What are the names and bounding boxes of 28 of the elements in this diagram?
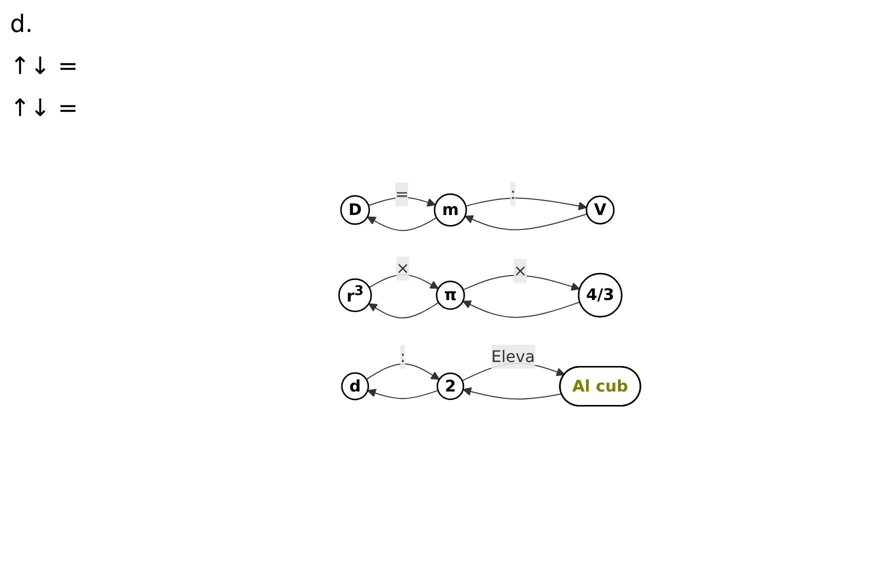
node-circle: 4/3	[578, 273, 623, 318]
arrow	[368, 302, 440, 318]
arrow	[368, 274, 440, 289]
note-text: d.	[10, 10, 34, 38]
edge-label: :	[510, 184, 516, 204]
edge-label: ×	[396, 258, 410, 278]
node-circle: d	[341, 372, 370, 400]
note-text: ↑↓ =	[10, 52, 79, 80]
arrow	[466, 198, 588, 211]
arrow	[462, 274, 580, 291]
node-circle: D	[340, 195, 370, 225]
node-circle: π	[436, 280, 466, 310]
arrow	[367, 216, 438, 232]
node-circle: m	[434, 194, 468, 227]
arrow	[368, 197, 436, 207]
edge-label: Eleva	[492, 346, 536, 366]
edge-label: :	[400, 346, 406, 366]
arrow	[366, 364, 440, 380]
note-text: ↑↓ =	[10, 94, 79, 122]
arrow	[462, 300, 581, 318]
edge-label: ×	[514, 260, 528, 280]
node-circle: V	[586, 196, 615, 225]
arrow	[462, 387, 563, 400]
edge-label: =	[396, 184, 409, 204]
node-circle: 2	[436, 372, 465, 400]
node-circle: r$^{3}$	[338, 278, 372, 312]
arrow	[368, 388, 439, 400]
arrow	[464, 214, 588, 230]
